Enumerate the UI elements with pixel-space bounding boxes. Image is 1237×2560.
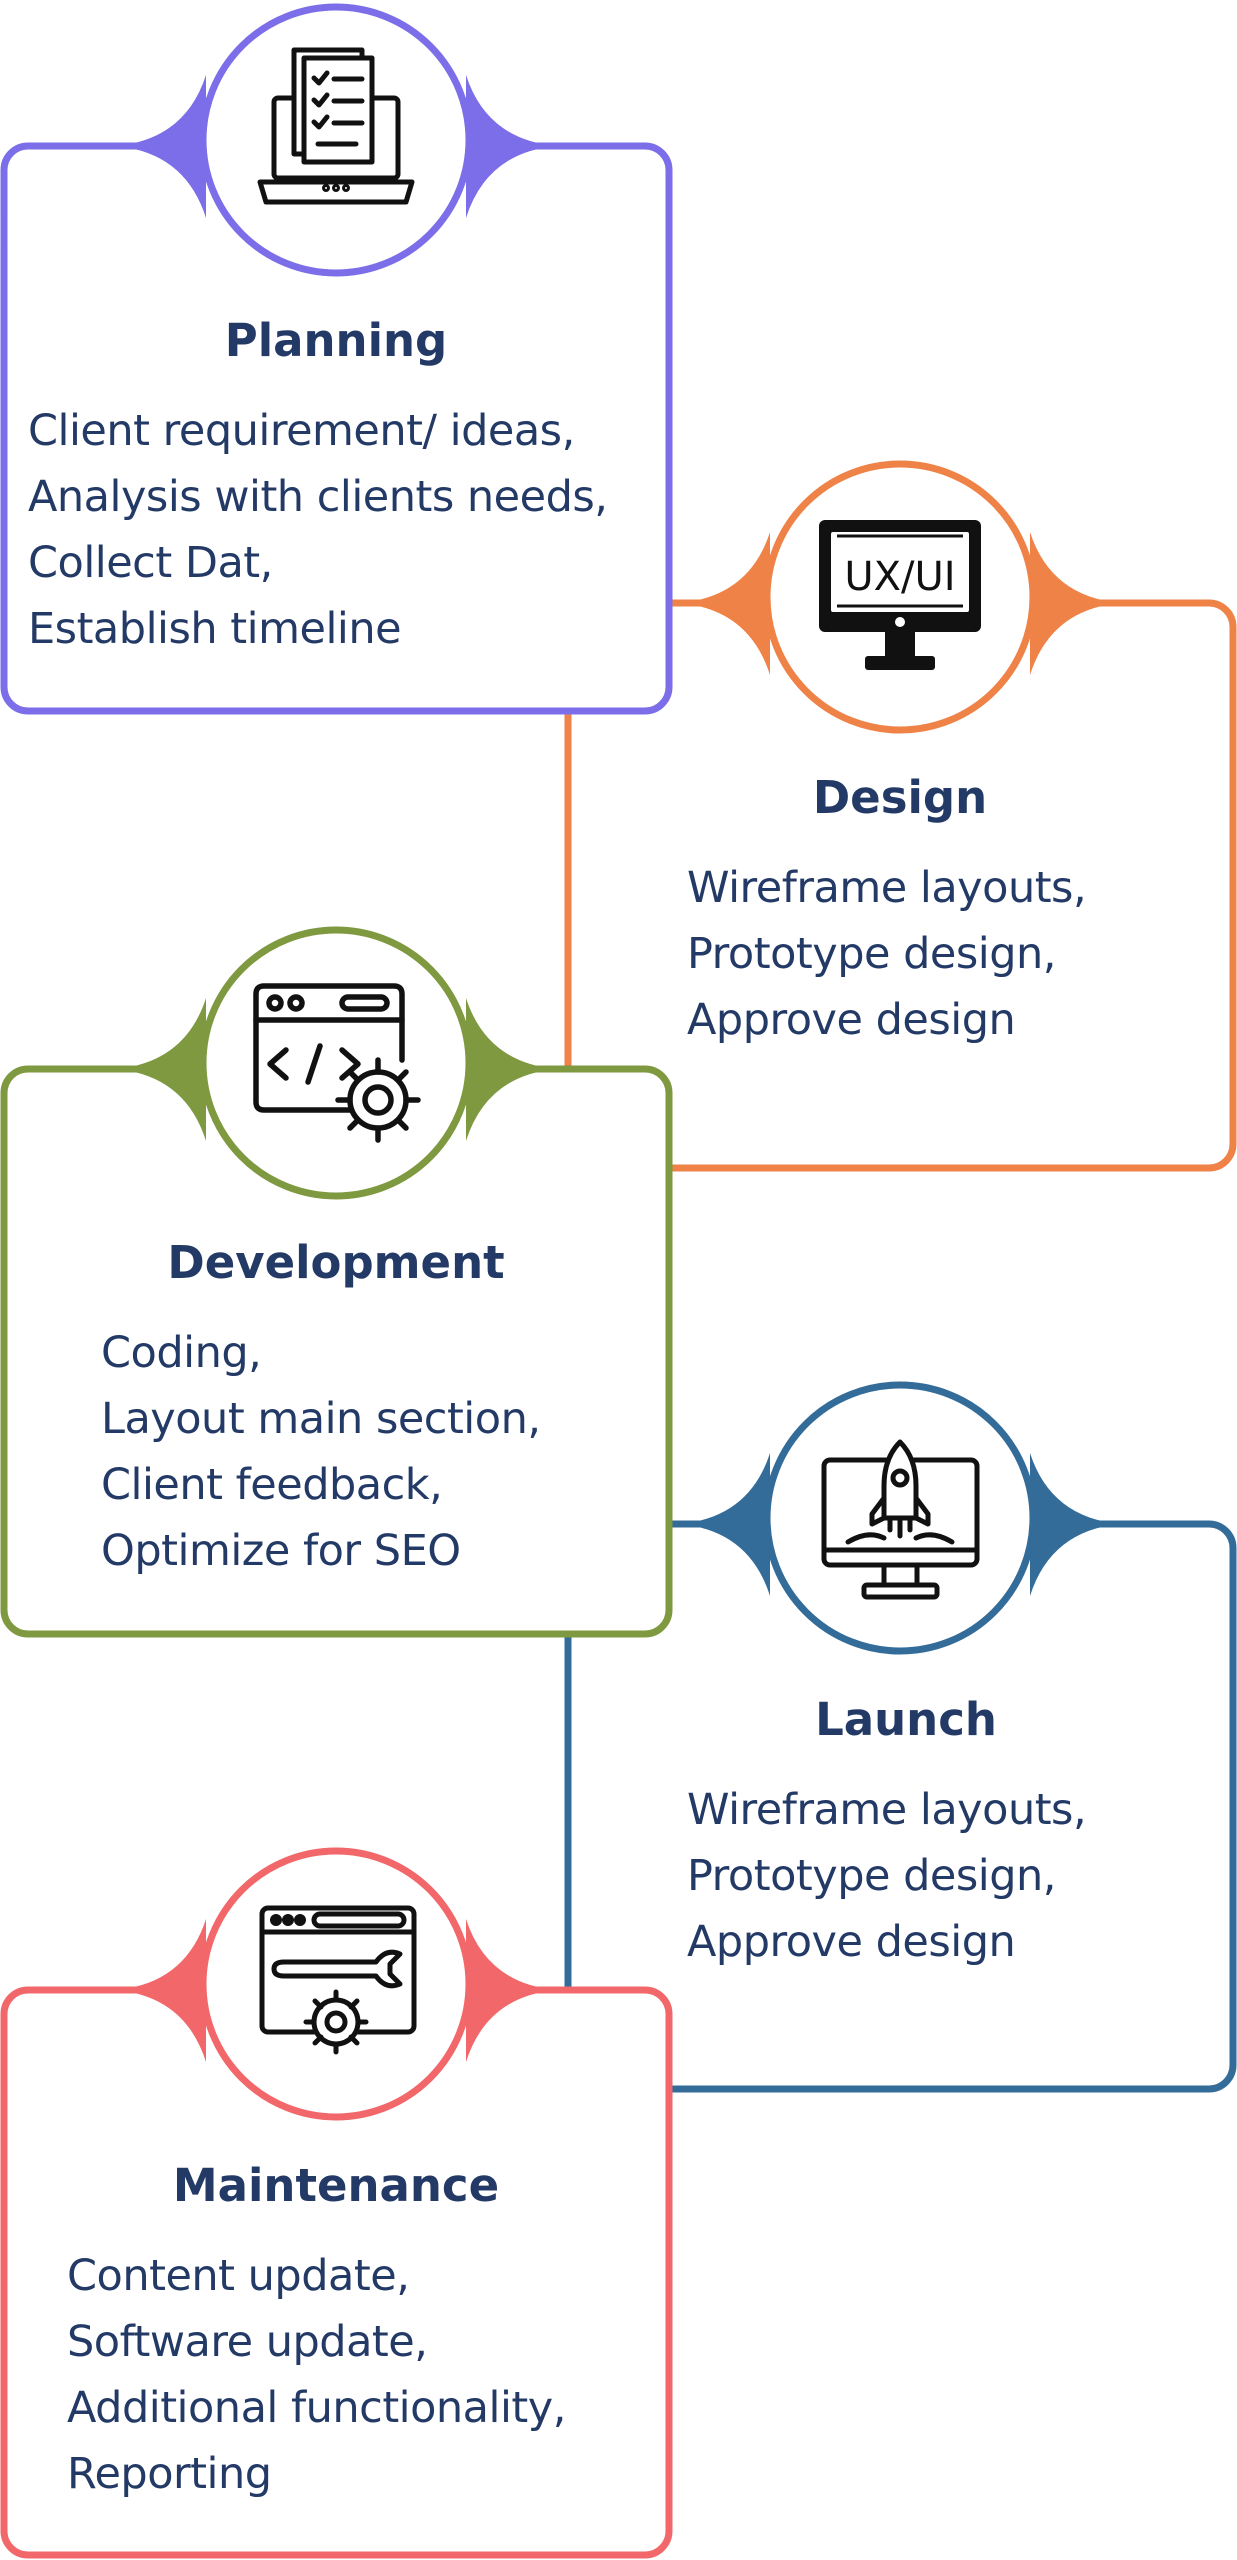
list-item: Approve design bbox=[687, 995, 1016, 1045]
checklist-laptop-icon bbox=[257, 47, 415, 205]
launch-items: Wireframe layouts, Prototype design, App… bbox=[687, 1777, 1087, 1975]
list-item: Wireframe layouts, bbox=[687, 863, 1087, 913]
development-items: Coding, Layout main section, Client feed… bbox=[101, 1320, 541, 1584]
ux-ui-label: UX/UI bbox=[844, 554, 955, 600]
list-item: Approve design bbox=[687, 1917, 1016, 1967]
list-item: Client feedback, bbox=[101, 1460, 443, 1510]
ux-ui-monitor-icon: UX/UI bbox=[819, 520, 981, 670]
design-items: Wireframe layouts, Prototype design, App… bbox=[687, 855, 1087, 1053]
list-item: Content update, bbox=[67, 2251, 410, 2301]
planning-title: Planning bbox=[224, 314, 448, 367]
maintenance-items: Content update, Software update, Additio… bbox=[67, 2243, 566, 2507]
list-item: Optimize for SEO bbox=[101, 1526, 461, 1576]
list-item: Coding, bbox=[101, 1328, 262, 1378]
list-item: Analysis with clients needs, bbox=[28, 472, 608, 522]
list-item: Reporting bbox=[67, 2449, 272, 2499]
development-title: Development bbox=[167, 1236, 505, 1289]
planning-items: Client requirement/ ideas, Analysis with… bbox=[28, 398, 608, 662]
launch-title: Launch bbox=[815, 1693, 997, 1746]
list-item: Collect Dat, bbox=[28, 538, 273, 588]
list-item: Prototype design, bbox=[687, 1851, 1056, 1901]
list-item: Prototype design, bbox=[687, 929, 1056, 979]
browser-wrench-gear-icon bbox=[259, 1905, 417, 2055]
design-title: Design bbox=[812, 771, 988, 824]
list-item: Client requirement/ ideas, bbox=[28, 406, 575, 456]
code-browser-gear-icon bbox=[253, 983, 421, 1143]
list-item: Additional functionality, bbox=[67, 2383, 566, 2433]
list-item: Layout main section, bbox=[101, 1394, 541, 1444]
list-item: Wireframe layouts, bbox=[687, 1785, 1087, 1835]
list-item: Software update, bbox=[67, 2317, 428, 2367]
list-item: Establish timeline bbox=[28, 604, 402, 654]
rocket-monitor-icon bbox=[821, 1439, 980, 1600]
maintenance-title: Maintenance bbox=[172, 2159, 500, 2212]
